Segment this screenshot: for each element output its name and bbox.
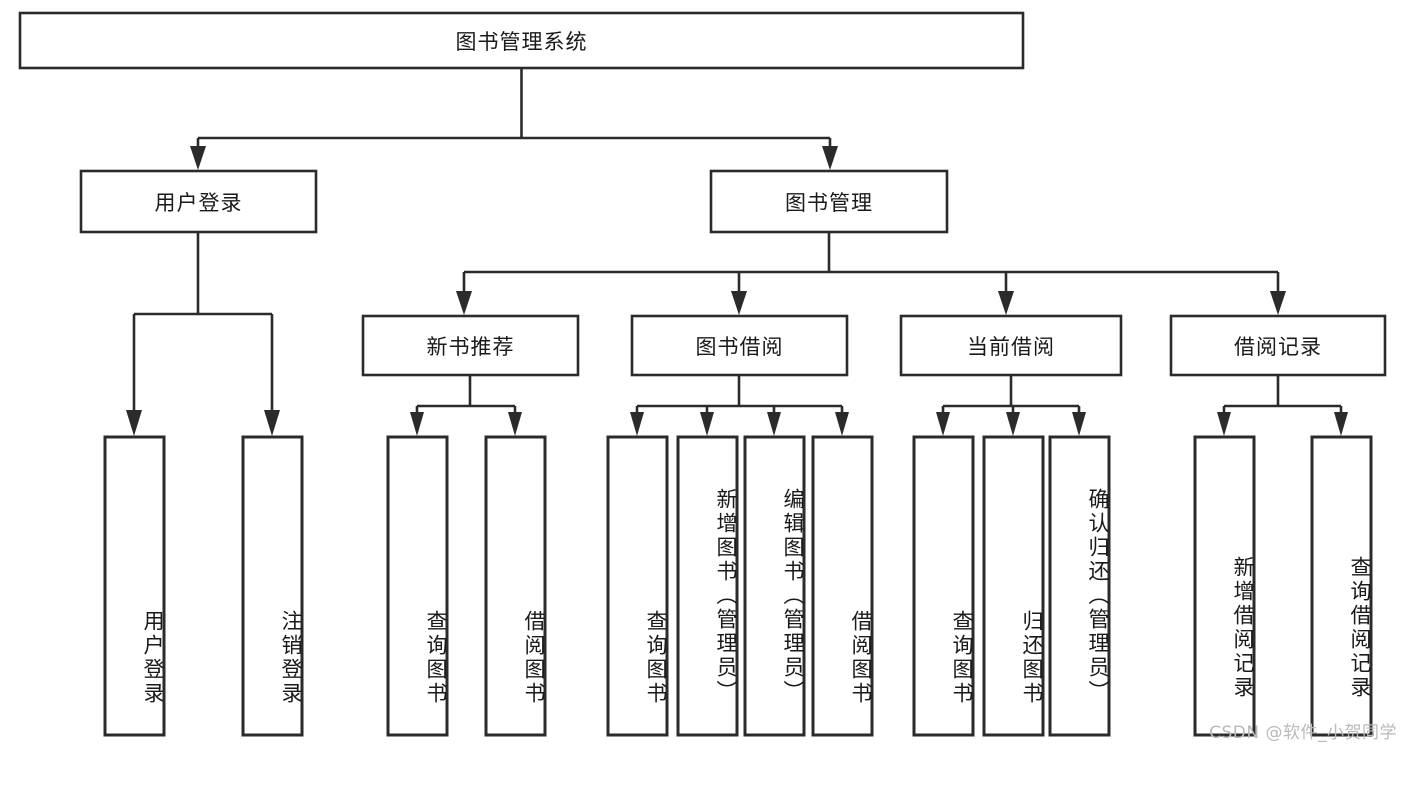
node-box-leaf-confirm-return[interactable] — [1048, 435, 1111, 737]
arrow-head-icon — [456, 291, 472, 315]
arrow-head-icon — [936, 412, 950, 436]
node-box-leaf-return-book[interactable] — [982, 435, 1045, 737]
node-box-user-login[interactable] — [79, 169, 318, 234]
node-box-borrow-record[interactable] — [1169, 314, 1387, 377]
node-box-leaf-edit-book[interactable] — [743, 435, 806, 737]
arrow-head-icon — [731, 291, 747, 315]
node-box-root[interactable] — [18, 11, 1025, 70]
connector-user-login-to-leaves — [126, 232, 280, 436]
node-box-current-borrow[interactable] — [899, 314, 1123, 377]
arrow-head-icon — [190, 146, 206, 170]
arrow-head-icon — [1072, 412, 1086, 436]
arrow-head-icon — [264, 410, 280, 436]
node-box-leaf-borrow-book-new[interactable] — [484, 435, 547, 737]
arrow-head-icon — [1334, 412, 1348, 436]
node-box-leaf-add-record[interactable] — [1193, 435, 1256, 737]
node-box-leaf-logout[interactable] — [241, 435, 304, 737]
connector-book-manage-to-level3 — [456, 232, 1286, 315]
arrow-head-icon — [1006, 412, 1020, 436]
arrow-head-icon — [1270, 291, 1286, 315]
diagram-canvas-root: 图书管理系统 用户登录 图书管理 新书推荐 图书借阅 当前借阅 借阅记录 用户登… — [18, 11, 1397, 743]
arrow-head-icon — [998, 291, 1014, 315]
connector-borrow-record-to-leaves — [1217, 375, 1348, 436]
node-box-leaf-query-record[interactable] — [1310, 435, 1373, 737]
node-box-leaf-query-book-borrow[interactable] — [606, 435, 669, 737]
node-box-book-manage[interactable] — [709, 169, 949, 234]
arrow-head-icon — [630, 412, 644, 436]
hierarchy-diagram — [18, 11, 1387, 737]
node-box-new-book-recommend[interactable] — [361, 314, 580, 377]
connector-current-borrow-to-leaves — [936, 375, 1086, 436]
connector-book-borrow-to-leaves — [630, 375, 849, 436]
node-box-leaf-borrow-book[interactable] — [811, 435, 874, 737]
arrow-head-icon — [700, 412, 714, 436]
node-box-leaf-user-login[interactable] — [103, 435, 166, 737]
arrow-head-icon — [1217, 412, 1231, 436]
arrow-head-icon — [835, 412, 849, 436]
connector-new-book-recommend-to-leaves — [410, 375, 522, 436]
node-box-leaf-add-book[interactable] — [676, 435, 739, 737]
arrow-head-icon — [126, 410, 142, 436]
arrow-head-icon — [508, 412, 522, 436]
node-box-leaf-query-book-new[interactable] — [386, 435, 449, 737]
node-box-leaf-query-book-current[interactable] — [912, 435, 975, 737]
arrow-head-icon — [822, 146, 838, 170]
connector-root-to-level2 — [190, 68, 838, 170]
arrow-head-icon — [410, 412, 424, 436]
node-box-book-borrow[interactable] — [630, 314, 849, 377]
arrow-head-icon — [767, 412, 781, 436]
